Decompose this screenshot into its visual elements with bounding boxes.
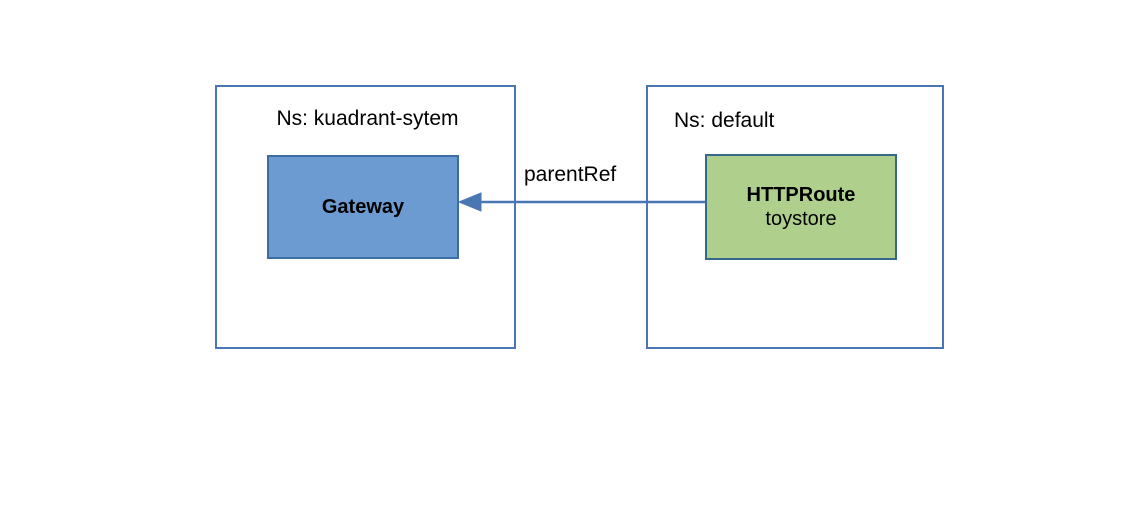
node-httproute-subtitle: toystore	[765, 208, 837, 230]
node-gateway-title: Gateway	[321, 196, 405, 218]
node-gateway[interactable]: Gateway	[267, 155, 459, 259]
namespace-label-default: Ns: default	[674, 109, 775, 132]
namespace-label-kuadrant-sytem: Ns: kuadrant-sytem	[276, 107, 459, 130]
node-httproute-title: HTTPRoute	[746, 184, 856, 206]
namespace-box-kuadrant-sytem: Ns: kuadrant-sytem	[215, 85, 516, 349]
node-httproute[interactable]: HTTPRoute toystore	[705, 154, 897, 260]
edge-parentref-label: parentRef	[524, 163, 617, 186]
